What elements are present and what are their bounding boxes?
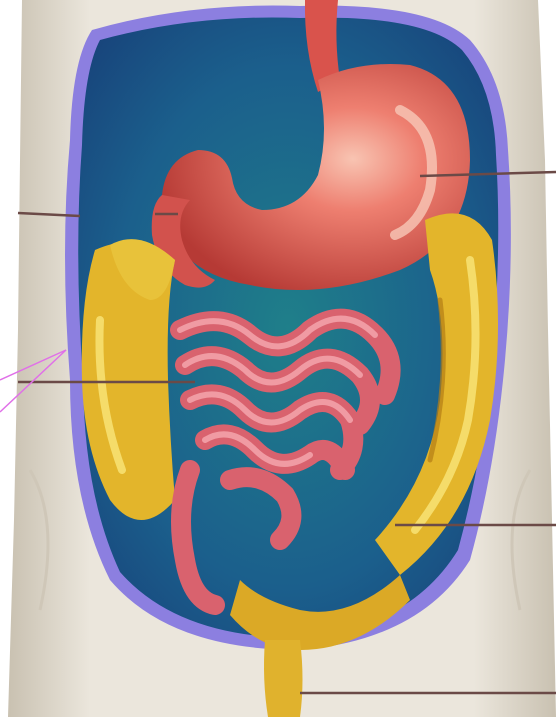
rectum bbox=[264, 640, 303, 717]
